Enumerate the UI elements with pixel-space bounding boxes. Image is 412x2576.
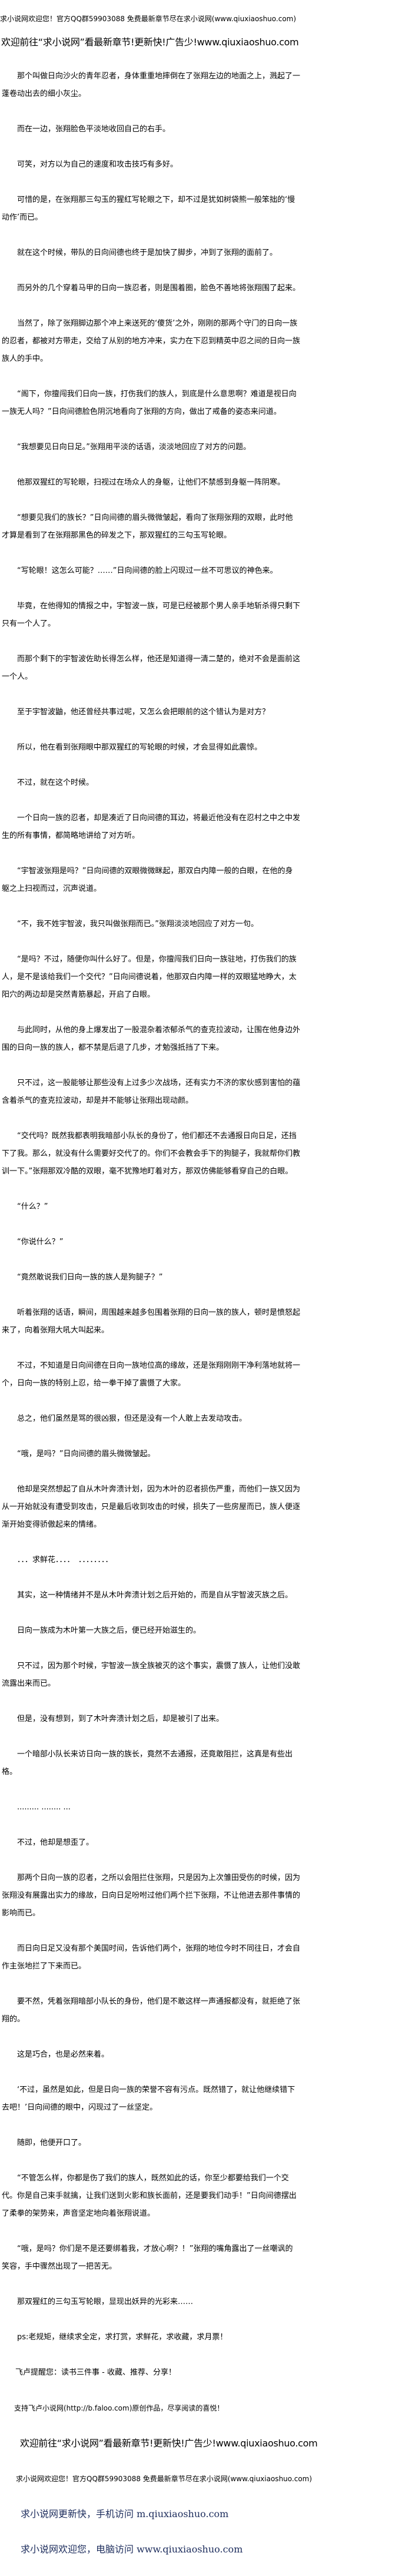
paragraph: 总之，他们虽然是骂的很凶狠，但还是没有一个人敢上去发动攻击。 — [17, 1414, 247, 1423]
paragraph: “写轮眼！这怎么可能？……”日向间德的脸上闪现过一丝不可思议的神色来。 — [17, 566, 278, 575]
paragraph: 听着张翔的话语，瞬间，周围越来越多包围着张翔的日向一族的族人，顿时是愤怒起来了，… — [2, 1308, 301, 1335]
site-notice-top: 求小说网欢迎您！官方QQ群59903088 免费最新章节尽在求小说网(www.q… — [0, 15, 297, 23]
paragraph: 他那双猩红的写轮眼，扫视过在场众人的身躯，让他们不禁感到身躯一阵阴寒。 — [17, 478, 285, 487]
paragraph: “阁下，你擅闯我们日向一族，打伤我们的族人，到底是什么意思啊？难道是视日向一族无… — [2, 390, 297, 416]
faloo-reminder: 飞卢提醒您：读书三件事 - 收藏、推荐、分享！ — [15, 2368, 176, 2377]
paragraph: “想要见我们的族长？”日向间德的眉头微微皱起，看向了张翔张翔的双眼，此时他才算是… — [2, 513, 293, 540]
paragraph: “什么？” — [17, 1202, 48, 1211]
paragraph: 一个暗部小队长来访日向一族的族长，竟然不去通报，还竟敢阻拦，这真是有些出格。 — [2, 1750, 293, 1776]
paragraph: 至于宇智波鼬，他还曾经共事过呢，又怎么会把眼前的这个错认为是对方？ — [17, 708, 270, 717]
paragraph: “宇智波张翔是吗？”日向间德的双眼微微眯起，那双白内障一般的白眼，在他的身躯之上… — [2, 867, 293, 893]
chapter-content: 那个叫做日向沙火的青年忍者，身体重重地摔倒在了张翔左边的地面之上，溅起了一蓬卷动… — [2, 68, 318, 2576]
faloo-support-link[interactable]: 支持飞卢小说网(http://b.faloo.com)原创作品，尽享阅读的喜悦！ — [14, 2404, 224, 2412]
paragraph: 但是，没有想到，到了木叶奔溃计划之后，却是被引了出来。 — [17, 1715, 224, 1723]
paragraph: 当然了，除了张翔脚边那个冲上来送死的‘傻货’之外，刚刚的那两个守门的日向一族的忍… — [2, 319, 301, 363]
paragraph: 日向一族成为木叶第一大族之后，便已经开始滋生的。 — [17, 1626, 201, 1635]
chapter-paragraphs: 那个叫做日向沙火的青年忍者，身体重重地摔倒在了张翔左边的地面之上，溅起了一蓬卷动… — [2, 68, 300, 2311]
paragraph: ．．．求鲜花．．．． ．．．．．．．． — [17, 1556, 113, 1564]
paragraph: “哦，是吗？”日向间德的眉头微微皱起。 — [17, 1450, 155, 1458]
paragraph: “不管怎么样，你都是伤了我们的族人，既然如此的话，你至少都要给我们一个交代。你是… — [2, 2174, 297, 2218]
paragraph: 不过，不知道是日向间德在日向一族地位高的缘故，还是张翔刚刚干净利落地就将一个，日… — [2, 1361, 301, 1388]
paragraph: 只不过，这一股能够让那些没有上过多少次战场，还有实力不济的家伙感到害怕的蕴含着杀… — [2, 1079, 301, 1105]
promo-banner-top: 欢迎前往“求小说网”看最新章节!更新快!广告少!www.qiuxiaoshuo.… — [1, 37, 299, 48]
paragraph: 而另外的几个穿着马甲的日向一族忍者，则是围着圈，脸色不善地将张翔围了起来。 — [17, 284, 301, 293]
paragraph: 其实，这一种情绪并不是从木叶奔溃计划之后开始的，而是自从宇智波灭族之后。 — [17, 1591, 293, 1600]
pc-access-link[interactable]: 求小说网欢迎您，电脑访问 www.qiuxiaoshuo.com — [21, 2544, 243, 2555]
paragraph: “不，我不姓宇智波，我只叫做张翔而已。”张翔淡淡地回应了对方一句。 — [17, 920, 258, 929]
paragraph: 可惜的是，在张翔那三勾玉的猩红写轮眼之下，却不过是犹如树袋熊一般笨拙的‘慢动作’… — [2, 195, 295, 222]
paragraph: 一个日向一族的忍者，却是凑近了日向间德的耳边，将最近他没有在忍村之中之中发生的所… — [2, 814, 301, 840]
paragraph: 不过，就在这个时候。 — [17, 778, 94, 787]
paragraph: “你说什么？” — [17, 1238, 64, 1246]
paragraph: 那两个日向一族的忍者，之所以会阻拦住张翔，只是因为上次雏田受伤的时候，因为张翔没… — [2, 1874, 301, 1918]
paragraph: “我想要见日向日足。”张翔用平淡的话语，淡淡地回应了对方的问题。 — [17, 443, 251, 452]
paragraph: 他却是突然想起了自从木叶奔溃计划，因为木叶的忍者损伤严重，而他们一族又因为从一开… — [2, 1485, 301, 1529]
paragraph: “竟然敢说我们日向一族的族人是狗腿子？” — [17, 1273, 163, 1282]
paragraph: 那双猩红的三勾玉写轮眼，显现出妖异的光彩来…… — [17, 2297, 194, 2306]
paragraph: 与此同时，从他的身上爆发出了一股混杂着浓郁杀气的查克拉波动，让围在他身边外围的日… — [2, 1026, 301, 1052]
paragraph: 随即，他便开口了。 — [17, 2139, 87, 2147]
paragraph: ......... ........ ... — [17, 1803, 71, 1812]
chapter-footer: ps:老规矩，继续求全定，求打赏，求鲜花，求收藏，求月票！ 飞卢提醒您：读书三件… — [2, 2329, 355, 2558]
promo-banner-bottom: 欢迎前往“求小说网”看最新章节!更新快!广告少!www.qiuxiaoshuo.… — [20, 2438, 318, 2449]
paragraph: 那个叫做日向沙火的青年忍者，身体重重地摔倒在了张翔左边的地面之上，溅起了一蓬卷动… — [2, 72, 301, 98]
paragraph: 所以，他在看到张翔眼中那双猩红的写轮眼的时候，才会显得如此震惊。 — [17, 743, 263, 752]
paragraph: 而日向日足又没有那个美国时间，告诉他们两个，张翔的地位今时不同往日，才会自作主张… — [2, 1944, 301, 1971]
paragraph: “哦，是吗？你们是不是还要绑着我，才放心啊？！”张翔的嘴角露出了一丝嘲讽的笑容，… — [2, 2245, 293, 2271]
paragraph: 可笑，对方以为自己的速度和攻击技巧有多好。 — [17, 160, 178, 169]
paragraph: “是吗？不过，随便你叫什么好了。但是，你擅闯我们日向一族驻地，打伤我们的族人，是… — [2, 955, 297, 999]
paragraph: “交代吗？既然我都表明我暗部小队长的身份了，他们都还不去通报日向日足，还挡下了我… — [2, 1132, 301, 1176]
paragraph: 只不过，因为那个时候，宇智波一族全族被灭的这个事实，震慑了族人，让他们没敢流露出… — [2, 1662, 301, 1688]
paragraph: 而在一边，张翔脸色平淡地收回自己的右手。 — [17, 125, 171, 134]
paragraph: 要不然，凭着张翔暗部小队长的身份，他们是不敢这样一声通报都没有，就拒绝了张翔的。 — [2, 1997, 301, 2024]
paragraph: 毕竟，在他得知的情报之中，宇智波一族，可是已经被那个男人亲手地斩杀得只剩下只有一… — [2, 602, 301, 628]
author-ps-note: ps:老规矩，继续求全定，求打赏，求鲜花，求收藏，求月票！ — [17, 2333, 228, 2342]
site-notice-bottom: 求小说网欢迎您！官方QQ群59903088 免费最新章节尽在求小说网(www.q… — [16, 2475, 313, 2483]
mobile-access-link[interactable]: 求小说网更新快，手机访问 m.qiuxiaoshuo.com — [21, 2508, 229, 2519]
paragraph: 就在这个时候，带队的日向间德也终于是加快了脚步，冲到了张翔的面前了。 — [17, 248, 278, 257]
paragraph: 而那个剩下的宇智波佐助长得怎么样，他还是知道得一清二楚的，绝对不会是面前这一个人… — [2, 655, 301, 681]
paragraph: 不过，他却是想歪了。 — [17, 1838, 94, 1847]
paragraph: ‘不过，虽然是如此，但是日向一族的荣誉不容有污点。既然错了，就让他继续错下去吧！… — [2, 2086, 295, 2112]
paragraph: 这是巧合，也是必然来着。 — [17, 2050, 109, 2059]
